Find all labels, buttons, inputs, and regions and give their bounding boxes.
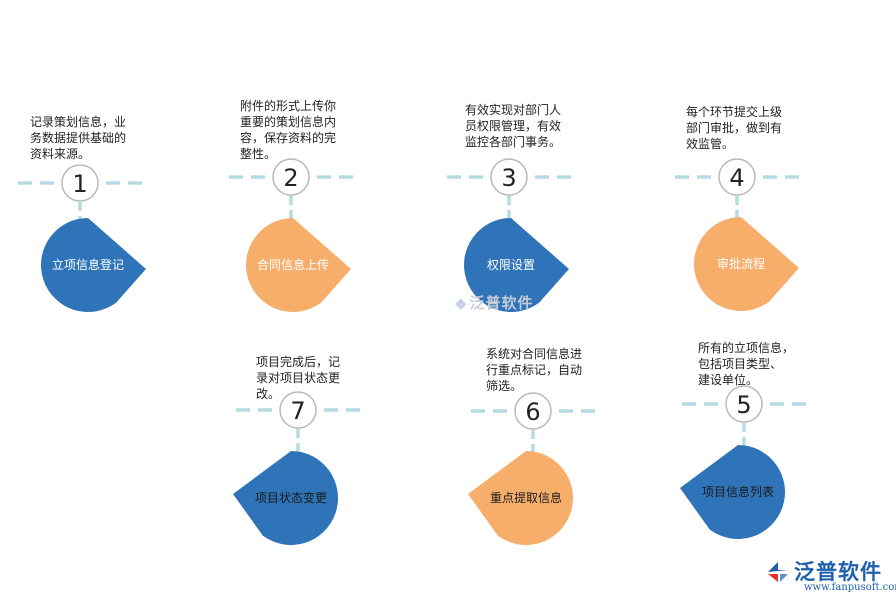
description-line: 项目完成后，记: [256, 355, 341, 369]
step-2-teardrop: [246, 218, 351, 312]
step-5-teardrop: [680, 445, 785, 539]
description-line: 效监管。: [686, 137, 735, 151]
step-4-description: 每个环节提交上级部门审批，做到有效监管。: [686, 104, 782, 152]
step-3-number-circle: [490, 158, 528, 196]
step-2-description: 附件的形式上传你重要的策划信息内容，保存资料的完整性。: [240, 98, 336, 162]
description-line: 包括项目类型、: [698, 357, 783, 371]
description-line: 部门审批，做到有: [686, 121, 783, 135]
step-5-description: 所有的立项信息， 包括项目类型、建设单位。: [698, 340, 794, 388]
description-line: 监控各部门事务。: [465, 135, 562, 149]
step-4-label: 审批流程: [717, 256, 765, 271]
description-line: 重要的策划信息内: [240, 115, 337, 129]
step-3-teardrop: [464, 218, 569, 312]
step-1-teardrop: [41, 218, 146, 312]
step-7-description: 项目完成后，记录对项目状态更改。: [256, 354, 340, 402]
description-line: 务数据提供基础的: [30, 131, 127, 145]
brand-url: www.fanpusoft.com: [804, 582, 896, 593]
description-line: 记录策划信息，业: [30, 115, 127, 129]
step-7-number: 7: [290, 397, 305, 425]
brand-logo-icon: [768, 562, 788, 582]
step-7-teardrop: [233, 451, 339, 545]
step-6-teardrop: [468, 451, 573, 545]
description-line: 资料来源。: [30, 147, 91, 161]
description-line: 筛选。: [486, 379, 523, 393]
description-line: 建设单位。: [698, 373, 759, 387]
description-line: 所有的立项信息，: [698, 341, 795, 355]
watermark-text: 泛普软件: [469, 294, 534, 312]
step-1-number-circle: [61, 164, 99, 202]
step-3-description: 有效实现对部门人员权限管理，有效监控各部门事务。: [465, 102, 561, 150]
brand-logo: 泛普软件 www.fanpusoft.com: [764, 556, 896, 600]
step-5-number: 5: [736, 391, 751, 419]
description-line: 有效实现对部门人: [465, 103, 562, 117]
description-line: 行重点标记，自动: [486, 363, 583, 377]
description-line: 附件的形式上传你: [240, 99, 337, 113]
step-7-number-circle: [279, 391, 317, 429]
description-line: 每个环节提交上级: [686, 105, 783, 119]
step-1-description: 记录策划信息，业务数据提供基础的资料来源。: [30, 114, 126, 162]
step-2-number: 2: [283, 164, 298, 192]
step-6-number-circle: [514, 392, 552, 430]
step-3-label: 权限设置: [487, 258, 535, 272]
brand-name: 泛普软件: [794, 560, 882, 584]
description-line: 改。: [256, 387, 281, 401]
step-6-label: 重点提取信息: [490, 490, 562, 505]
step-2-number-circle: [272, 158, 310, 196]
watermark: ◆泛普软件: [455, 292, 534, 313]
step-5-label: 项目信息列表: [702, 484, 774, 499]
description-line: 录对项目状态更: [256, 371, 341, 385]
description-line: 整性。: [240, 147, 277, 161]
step-3-number: 3: [501, 164, 516, 192]
step-6-description: 系统对合同信息进行重点标记，自动筛选。: [486, 346, 582, 394]
step-1-number: 1: [72, 170, 87, 198]
description-line: 系统对合同信息进: [486, 347, 583, 361]
step-4-teardrop: [694, 217, 799, 311]
step-7-label: 项目状态变更: [255, 490, 327, 505]
step-4-number: 4: [729, 164, 744, 192]
step-6-number: 6: [525, 398, 540, 426]
step-2-label: 合同信息上传: [257, 257, 329, 272]
step-5-number-circle: [725, 385, 763, 423]
step-1-label: 立项信息登记: [52, 257, 124, 272]
watermark-logo-icon: ◆: [455, 294, 468, 312]
description-line: 容，保存资料的完: [240, 131, 337, 145]
description-line: 员权限管理，有效: [465, 119, 562, 133]
step-4-number-circle: [718, 158, 756, 196]
